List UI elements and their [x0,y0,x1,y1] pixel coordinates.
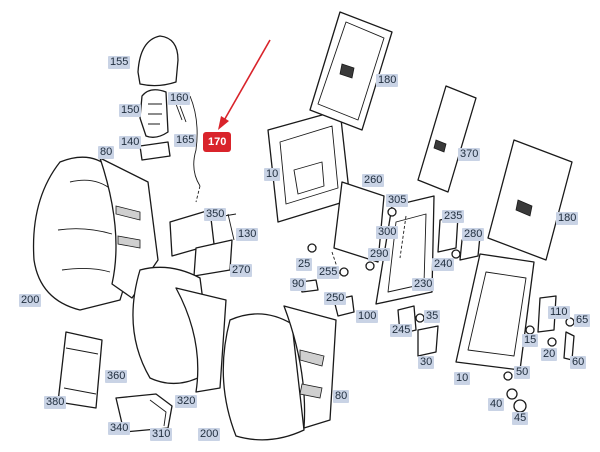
part-label: 255 [317,266,340,279]
fastener-65 [565,317,575,327]
part-label: 370 [458,148,481,161]
part-label: 280 [462,228,485,241]
part-label: 35 [424,310,441,323]
latch-110 [537,295,557,333]
fastener-240 [451,249,461,259]
part-label: 165 [174,134,197,147]
part-label: 380 [44,396,67,409]
part-label: 60 [570,356,587,369]
callout-arrowhead [218,116,229,130]
part-label: 110 [548,306,570,319]
backrest-cover-bottom [222,313,305,441]
backrest-frame-right [455,253,535,371]
part-label: 180 [556,212,579,225]
side-bolster-upper [99,157,159,299]
part-label: 50 [514,366,531,379]
headrest [137,35,179,87]
part-label: 320 [175,395,198,408]
nut-45 [513,399,527,413]
fastener-255 [339,267,349,277]
fastener-15 [525,325,535,335]
part-label: 90 [290,278,307,291]
fastener-35 [415,313,425,323]
backrest-panel-right [487,139,573,261]
part-label: 25 [296,258,313,271]
part-label: 200 [19,294,42,307]
side-bolster-lower [283,305,337,429]
part-label: 300 [376,226,399,239]
part-label: 305 [386,194,409,207]
part-label: 100 [356,310,379,323]
part-label: 360 [105,370,128,383]
part-label: 30 [418,356,435,369]
fastener-50 [503,371,513,381]
nut-40 [506,388,518,400]
part-label: 80 [98,146,115,159]
part-label: 350 [204,208,227,221]
fastener-305 [387,207,397,217]
highlight-callout-170[interactable]: 170 [203,132,232,152]
part-label: 240 [432,258,455,271]
part-label: 235 [442,210,465,223]
bracket [139,141,171,161]
fastener-290 [365,261,375,271]
part-label: 230 [412,278,435,291]
side-bolster-middle [175,287,227,393]
part-label: 310 [150,428,173,441]
part-label: 155 [108,56,131,69]
fastener-20 [547,337,557,347]
part-label: 130 [236,228,259,241]
part-label: 65 [574,314,591,327]
part-label: 290 [368,248,391,261]
part-label: 270 [230,264,253,277]
part-label: 10 [454,372,471,385]
plate [333,181,385,263]
bracket-30 [417,325,439,357]
part-label: 180 [376,74,399,87]
part-label: 10 [264,168,281,181]
callout-arrow [221,39,271,125]
backrest-panel-middle [417,85,477,193]
part-label: 250 [324,292,347,305]
part-label: 45 [512,412,529,425]
part-label: 150 [119,104,142,117]
part-label: 80 [333,390,350,403]
part-label: 245 [390,324,413,337]
part-label: 40 [488,398,505,411]
headrest-guide [139,89,169,138]
part-label: 260 [362,174,385,187]
part-label: 20 [541,348,558,361]
fastener-25 [307,243,317,253]
part-label: 340 [108,422,131,435]
part-label: 140 [119,136,142,149]
backrest-frame-middle [375,195,435,305]
part-label: 15 [522,334,539,347]
part-label: 160 [168,92,191,105]
part-label: 200 [198,428,221,441]
